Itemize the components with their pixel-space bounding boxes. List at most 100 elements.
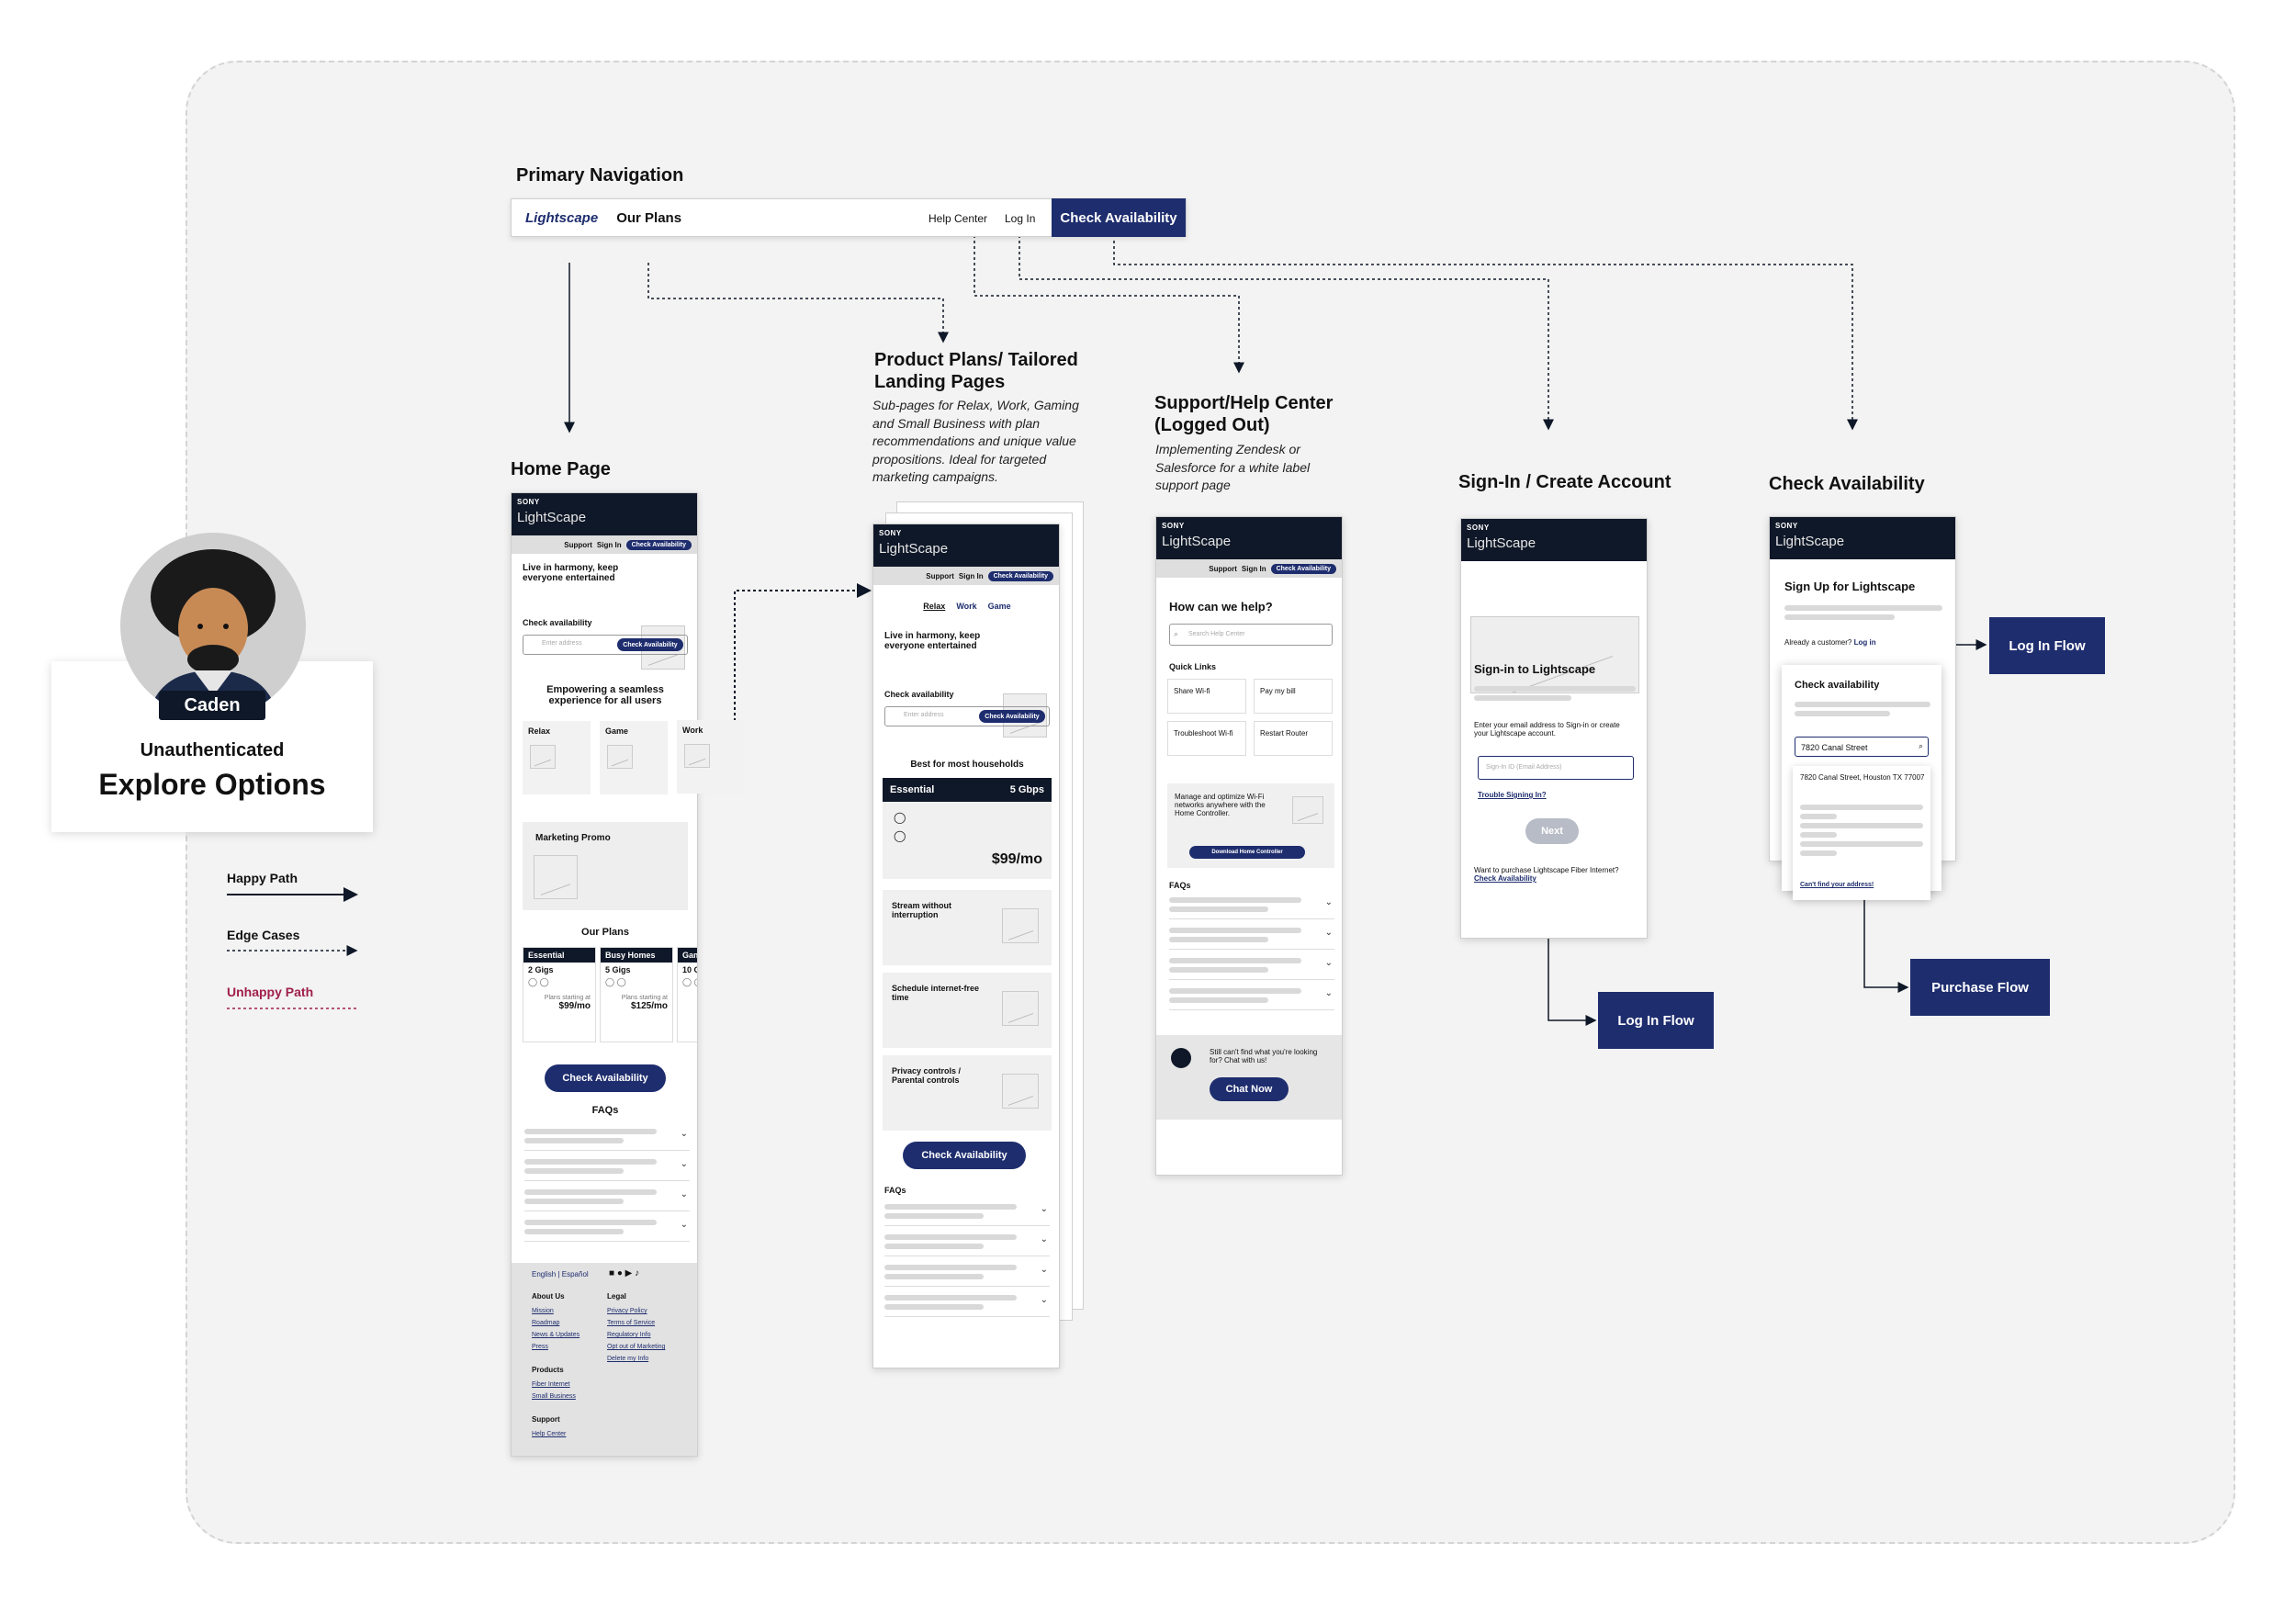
line-plans <box>647 263 949 343</box>
home-address-input[interactable]: Enter address Check Availability <box>523 635 688 655</box>
faq-row[interactable]: ⌄ <box>884 1231 1050 1256</box>
support-search-input[interactable]: ⌕Search Help Center <box>1169 624 1333 646</box>
faq-row[interactable]: ⌄ <box>524 1125 690 1151</box>
faq-row[interactable]: ⌄ <box>884 1291 1050 1317</box>
subnav-signin[interactable]: Sign In <box>1241 564 1266 573</box>
subnav-check[interactable]: Check Availability <box>625 539 692 550</box>
footer-link[interactable]: Roadmap <box>532 1320 560 1326</box>
faq-row[interactable]: ⌄ <box>884 1200 1050 1226</box>
footer-lang[interactable]: English | Español <box>532 1270 589 1278</box>
card-game[interactable]: Game <box>600 721 668 794</box>
tab-work[interactable]: Work <box>956 602 977 611</box>
product-check-button[interactable]: Check Availability <box>979 710 1045 723</box>
footer-social-icons[interactable]: ■ ● ▶ ♪ <box>609 1268 640 1278</box>
address-result[interactable]: 7820 Canal Street, Houston TX 77007 <box>1800 773 1925 782</box>
faq-row[interactable]: ⌄ <box>524 1186 690 1211</box>
subnav-check[interactable]: Check Availability <box>987 570 1053 581</box>
footer-link[interactable]: Delete my Info <box>607 1356 649 1362</box>
footer-link[interactable]: Privacy Policy <box>607 1308 647 1314</box>
faq-row[interactable]: ⌄ <box>884 1261 1050 1287</box>
chat-text: Still can't find what you're looking for… <box>1210 1048 1318 1064</box>
modal-address-input[interactable]: 7820 Canal Street⌕ <box>1795 737 1929 757</box>
product-title: Product Plans/ Tailored Landing Pages <box>874 350 1078 392</box>
quick-link[interactable]: Share Wi-fi <box>1167 679 1246 714</box>
footer-link[interactable]: Fiber Internet <box>532 1381 570 1388</box>
faq-row[interactable]: ⌄ <box>1169 985 1334 1010</box>
nav-section-title: Primary Navigation <box>516 165 684 186</box>
nav-log-in[interactable]: Log In <box>1005 212 1036 225</box>
avatar <box>120 533 306 718</box>
faq-bar <box>524 1189 657 1195</box>
subnav-signin[interactable]: Sign In <box>596 540 622 549</box>
signin-login-flow[interactable]: Log In Flow <box>1598 992 1714 1049</box>
subnav-support[interactable]: Support <box>1209 564 1237 573</box>
footer-link[interactable]: Press <box>532 1344 548 1350</box>
card-relax[interactable]: Relax <box>523 721 591 794</box>
home-faq-list: ⌄ ⌄ ⌄ ⌄ <box>524 1125 690 1254</box>
check-login-link[interactable]: Log in <box>1853 638 1876 647</box>
product-address-input[interactable]: Enter address Check Availability <box>884 706 1050 726</box>
faq-row[interactable]: ⌄ <box>1169 924 1334 950</box>
faq-bar <box>524 1129 657 1134</box>
faq-row[interactable]: ⌄ <box>524 1155 690 1181</box>
subnav-signin[interactable]: Sign In <box>958 571 984 580</box>
faq-row[interactable]: ⌄ <box>1169 954 1334 980</box>
nav-help-center[interactable]: Help Center <box>929 212 988 225</box>
nav-check-availability-button[interactable]: Check Availability <box>1052 198 1186 237</box>
faq-bar <box>884 1265 1017 1270</box>
footer-link[interactable]: Terms of Service <box>607 1320 656 1326</box>
product-cta-button[interactable]: Check Availability <box>903 1142 1026 1169</box>
subnav-support[interactable]: Support <box>926 571 954 580</box>
brand-logo: LightScape <box>1775 534 1845 549</box>
faq-bar <box>884 1234 1017 1240</box>
faq-bar <box>524 1220 657 1225</box>
home-check-button[interactable]: Check Availability <box>617 638 683 651</box>
faq-bar <box>884 1204 1017 1210</box>
support-quick: Quick Links <box>1169 662 1217 671</box>
footer-link[interactable]: Regulatory Info <box>607 1332 651 1338</box>
download-button[interactable]: Download Home Controller <box>1189 846 1305 859</box>
footer-link[interactable]: News & Updates <box>532 1332 580 1338</box>
sony-logo: SONY <box>517 498 540 506</box>
nav-logo[interactable]: Lightscape <box>525 209 599 226</box>
check-login-flow[interactable]: Log In Flow <box>1989 617 2105 674</box>
footer-link[interactable]: Small Business <box>532 1393 576 1400</box>
footer-link[interactable]: Help Center <box>532 1431 567 1437</box>
signin-email-input[interactable]: Sign-In ID (Email Address) <box>1478 756 1634 780</box>
signin-next-button[interactable]: Next <box>1525 818 1579 844</box>
footer-link[interactable]: Opt out of Marketing <box>607 1344 666 1350</box>
check-purchase-flow[interactable]: Purchase Flow <box>1910 959 2050 1016</box>
quick-link[interactable]: Pay my bill <box>1254 679 1333 714</box>
card-work[interactable]: Work <box>677 720 745 794</box>
signin-trouble-link[interactable]: Trouble Signing In? <box>1478 791 1547 799</box>
check-circle-icon: ◯ ◯ <box>605 977 626 986</box>
nav-our-plans[interactable]: Our Plans <box>616 209 682 226</box>
chevron-down-icon: ⌄ <box>680 1220 688 1230</box>
quick-link[interactable]: Restart Router <box>1254 721 1333 756</box>
plan-card-starting: Plans starting at <box>621 995 668 1001</box>
footer-link[interactable]: Mission <box>532 1308 554 1314</box>
subnav-support[interactable]: Support <box>564 540 592 549</box>
plan-card-starting: Plans starting at <box>678 987 697 1001</box>
tab-relax[interactable]: Relax <box>923 602 946 611</box>
purchase-link[interactable]: Check Availability <box>1474 874 1536 883</box>
faq-row[interactable]: ⌄ <box>1169 894 1334 919</box>
tab-game[interactable]: Game <box>987 602 1011 611</box>
home-cta-button[interactable]: Check Availability <box>545 1064 666 1092</box>
image-icon <box>534 855 578 899</box>
cant-find-link[interactable]: Can't find your address! <box>1800 882 1874 888</box>
faq-row[interactable]: ⌄ <box>524 1216 690 1242</box>
quick-link[interactable]: Troubleshoot Wi-fi <box>1167 721 1246 756</box>
chevron-down-icon: ⌄ <box>1040 1265 1048 1275</box>
product-faqs: FAQs <box>884 1186 906 1195</box>
line-home-plans <box>734 583 872 721</box>
subnav-check[interactable]: Check Availability <box>1270 563 1336 574</box>
plan-card[interactable]: Gamer Plus10 Gigs◯ ◯Plans starting at$19… <box>677 947 697 1042</box>
chat-now-button[interactable]: Chat Now <box>1210 1077 1289 1101</box>
